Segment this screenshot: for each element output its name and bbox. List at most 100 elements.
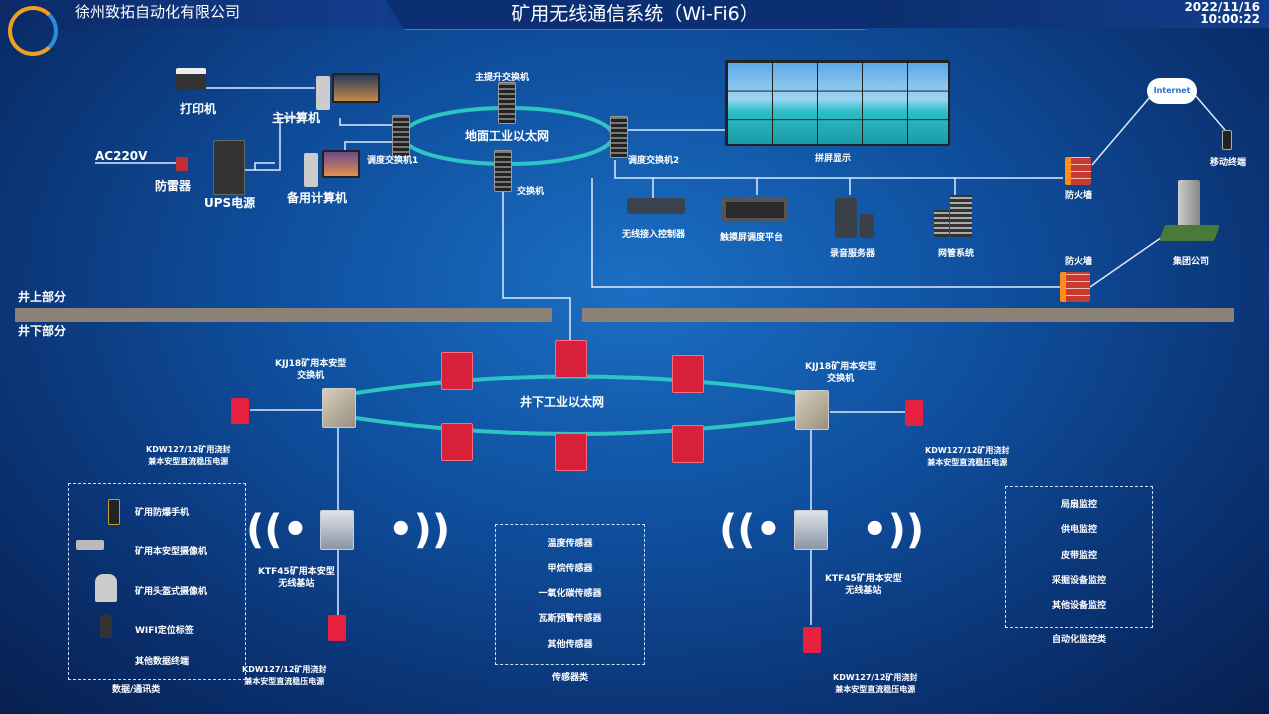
ktf45-base-station-icon (320, 510, 354, 550)
page-title: 矿用无线通信系统（Wi-Fi6） (511, 3, 759, 25)
title-plate (385, 0, 885, 30)
recording-server-icon (835, 198, 857, 238)
mobile-label: 移动终端 (1210, 158, 1247, 168)
label-line: 无线基站 (278, 579, 315, 589)
switch-label: 交换机 (517, 187, 545, 197)
label-line: KJJ18矿用本安型 (275, 359, 347, 369)
backup-computer-label: 备用计算机 (287, 191, 348, 205)
surge-label: 防雷器 (155, 179, 192, 193)
list-item: 其他传感器 (547, 640, 593, 650)
label-line: KDW127/12矿用浇封 (925, 446, 1010, 455)
explosion-proof-phone-icon (108, 499, 120, 525)
printer-icon (176, 68, 206, 90)
switch2-label: 调度交换机2 (628, 156, 680, 166)
red-switch-icon (441, 423, 473, 461)
psu-label: KDW127/12矿用浇封兼本安型直流稳压电源 (242, 664, 326, 688)
firewall2-label: 防火墙 (1065, 257, 1093, 267)
kjj18-switch-icon (322, 388, 356, 428)
video-wall-label: 拼屏显示 (815, 154, 852, 164)
label-line: KJJ18矿用本安型 (805, 362, 877, 372)
time: 10:00:22 (1200, 12, 1260, 26)
date: 2022/11/16 (1184, 0, 1260, 14)
red-switch-icon (672, 425, 704, 463)
ups-icon (213, 140, 245, 195)
building-icon (1178, 180, 1200, 235)
wifi-signal-icon: ((• (246, 507, 309, 553)
data-box-title: 数据/通讯类 (112, 685, 161, 695)
logo (8, 6, 58, 56)
red-switch-icon (672, 355, 704, 393)
ups-label: UPS电源 (204, 196, 256, 210)
below-ground-label: 井下部分 (18, 324, 67, 338)
switch-icon (494, 150, 512, 192)
list-item: 瓦斯预警传感器 (538, 614, 602, 624)
device-label: 触摸屏调度平台 (720, 233, 784, 243)
label-line: 兼本安型直流稳压电源 (244, 677, 325, 686)
wifi-signal-icon: •)) (388, 507, 451, 553)
company-name: 徐州致拓自动化有限公司 (75, 3, 241, 21)
kjj18-switch-icon (795, 390, 829, 430)
sensor-box-title: 传感器类 (551, 673, 588, 683)
red-switch-icon (441, 352, 473, 390)
label-line: 交换机 (297, 371, 325, 381)
switch1-label: 调度交换机1 (367, 156, 419, 166)
network-management-icon (950, 195, 972, 237)
label-line: KTF45矿用本安型 (825, 574, 902, 584)
internet-cloud-icon: Internet (1147, 78, 1197, 104)
device-label: 无线接入控制器 (622, 230, 686, 240)
hoist-switch-label: 主提升交换机 (475, 73, 530, 83)
psu-label: KDW127/12矿用浇封兼本安型直流稳压电源 (833, 672, 917, 696)
kjj-left-label: KJJ18矿用本安型交换机 (275, 358, 346, 382)
ktf-label: KTF45矿用本安型无线基站 (258, 566, 335, 590)
sensor-box (495, 524, 645, 665)
list-item: 甲烷传感器 (547, 564, 593, 574)
list-item: 一氧化碳传感器 (538, 589, 602, 599)
automation-box-title: 自动化监控类 (1051, 635, 1106, 645)
label-line: 交换机 (827, 374, 855, 384)
list-item: 供电监控 (1060, 525, 1097, 535)
red-switch-icon (555, 340, 587, 378)
psu-icon (905, 400, 923, 426)
surface-ring-label: 地面工业以太网 (465, 129, 550, 143)
mobile-terminal-icon (1222, 130, 1232, 150)
list-item: 矿用防爆手机 (135, 508, 190, 518)
ktf-label: KTF45矿用本安型无线基站 (825, 573, 902, 597)
label-line: 兼本安型直流稳压电源 (927, 458, 1008, 467)
device-label: 录音服务器 (830, 249, 876, 259)
group-company-label: 集团公司 (1173, 257, 1210, 267)
video-wall-icon (725, 60, 950, 146)
label-line: KDW127/12矿用浇封 (242, 665, 327, 674)
backup-computer-tower (304, 153, 318, 187)
label-line: 兼本安型直流稳压电源 (835, 685, 916, 694)
backup-computer-icon (322, 150, 360, 178)
psu-icon (803, 627, 821, 653)
ground-divider (15, 308, 552, 322)
camera-icon (76, 540, 104, 550)
list-item: 采掘设备监控 (1051, 576, 1106, 586)
dispatch-switch-2-icon (610, 116, 628, 158)
list-item: WIFI定位标签 (135, 626, 194, 636)
touchscreen-console-icon (722, 198, 788, 222)
list-item: 其他设备监控 (1051, 601, 1106, 611)
main-computer-label: 主计算机 (272, 111, 321, 125)
network-management-icon-2 (934, 210, 949, 237)
psu-icon (328, 615, 346, 641)
data-comm-box (68, 483, 246, 680)
label-line: 无线基站 (845, 586, 882, 596)
recording-server-icon-2 (860, 214, 874, 238)
ktf45-base-station-icon (794, 510, 828, 550)
above-ground-label: 井上部分 (18, 290, 67, 304)
label-line: 兼本安型直流稳压电源 (148, 457, 229, 466)
ac-label: AC220V (95, 149, 148, 163)
automation-box (1005, 486, 1153, 628)
surge-protector-icon (176, 157, 188, 171)
list-item: 皮带监控 (1060, 551, 1097, 561)
wifi-signal-icon: ((• (719, 507, 782, 553)
building-base (1159, 225, 1220, 241)
printer-label: 打印机 (180, 102, 217, 116)
list-item: 其他数据终端 (135, 657, 190, 667)
list-item: 矿用头盔式摄像机 (135, 587, 208, 597)
psu-label: KDW127/12矿用浇封兼本安型直流稳压电源 (925, 445, 1009, 469)
kjj-right-label: KJJ18矿用本安型交换机 (805, 361, 876, 385)
wifi-signal-icon: •)) (862, 507, 925, 553)
